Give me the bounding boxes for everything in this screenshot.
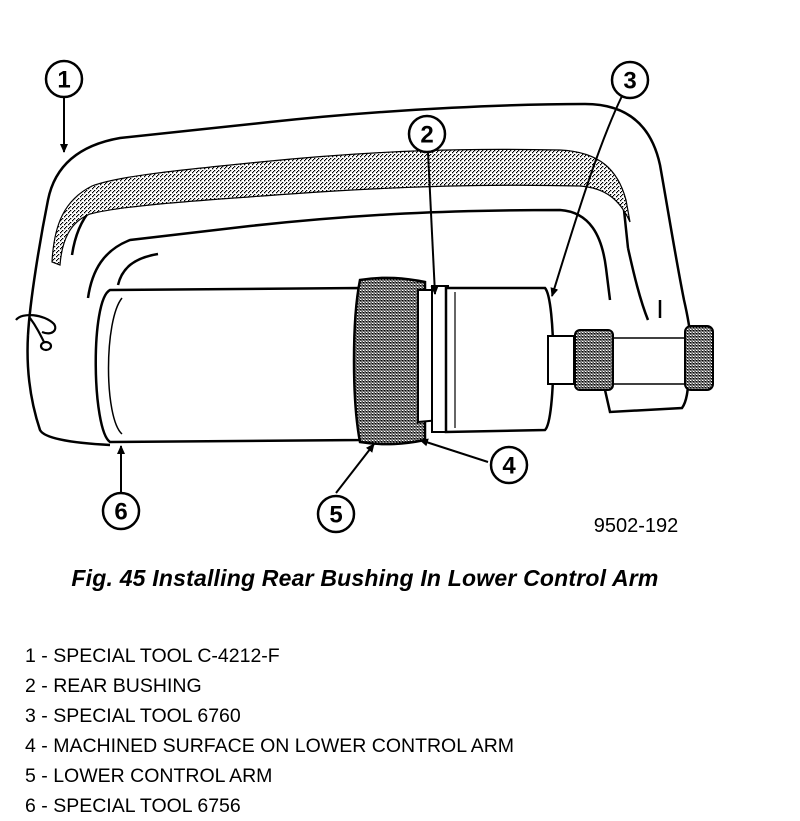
legend-item: 3 - SPECIAL TOOL 6760 [25,701,514,731]
lower-control-arm-ring [352,276,427,446]
legend-number: 3 [25,705,36,727]
legend-separator: - [35,675,54,697]
svg-text:4: 4 [502,453,516,480]
figure-code: 9502-192 [594,515,679,537]
legend-label: SPECIAL TOOL C-4212-F [53,645,280,667]
svg-text:1: 1 [57,67,70,94]
legend-separator: - [35,705,54,727]
legend-number: 2 [25,675,36,697]
leader-lines [60,95,623,494]
legend-label: MACHINED SURFACE ON LOWER CONTROL ARM [53,735,515,757]
leader-2 [427,151,439,295]
leader-4 [419,438,489,463]
legend-label: REAR BUSHING [53,675,202,697]
svg-text:3: 3 [623,68,636,95]
callout-5: 5 [316,494,356,534]
legend-separator: - [35,795,54,817]
leader-3 [550,95,623,297]
callout-6: 6 [101,491,141,531]
figure-caption: Fig. 45 Installing Rear Bushing In Lower… [71,565,659,591]
legend-item: 1 - SPECIAL TOOL C-4212-F [25,641,514,671]
callout-4: 4 [489,445,529,485]
diagram-illustration: 1 2 3 4 5 6 9502-192 [15,59,714,537]
legend-item: 2 - REAR BUSHING [25,671,514,701]
tool-pin [15,314,57,352]
receiver-cup [94,286,362,444]
svg-text:6: 6 [114,499,127,526]
callout-legend: 1 - SPECIAL TOOL C-4212-F 2 - REAR BUSHI… [25,641,514,821]
legend-item: 4 - MACHINED SURFACE ON LOWER CONTROL AR… [25,731,514,761]
legend-label: SPECIAL TOOL 6760 [53,705,241,727]
callout-1: 1 [44,59,84,99]
legend-item: 6 - SPECIAL TOOL 6756 [25,791,514,821]
legend-number: 5 [25,765,36,787]
legend-number: 6 [25,795,36,817]
legend-number: 1 [25,645,36,667]
legend-label: LOWER CONTROL ARM [53,765,273,787]
legend-number: 4 [25,735,36,757]
leader-5 [335,443,375,494]
callout-2: 2 [407,114,447,154]
legend-label: SPECIAL TOOL 6756 [53,795,241,817]
svg-text:2: 2 [420,122,433,149]
forcing-screw [574,325,714,391]
legend-separator: - [35,645,54,667]
frame-shading [51,148,631,266]
legend-separator: - [35,765,54,787]
svg-text:5: 5 [329,502,342,529]
legend-item: 5 - LOWER CONTROL ARM [25,761,514,791]
callout-3: 3 [610,60,650,100]
legend-separator: - [35,735,54,757]
installer-tool [444,286,575,434]
